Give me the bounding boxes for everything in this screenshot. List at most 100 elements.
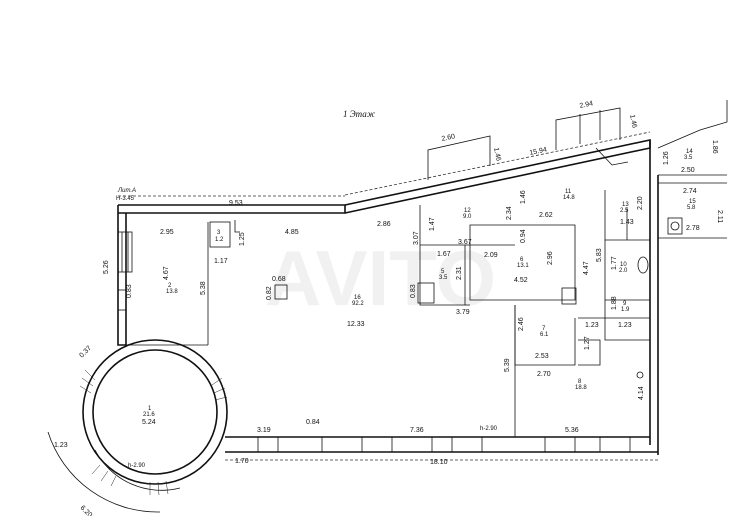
tower-inner-wall: [92, 349, 218, 475]
room-2-area: 13.8: [166, 289, 178, 295]
dim-label: 7.36: [410, 427, 424, 434]
toilet-icon-2: [670, 221, 680, 231]
north-dim-line: [344, 131, 651, 196]
dim-label: 5.39: [504, 358, 511, 372]
room-9-area: 1.9: [621, 307, 630, 313]
dim-label: 0.68: [272, 276, 286, 283]
dim-label: 2.96: [547, 251, 554, 265]
tower-stair-arc: [47, 431, 161, 513]
room-6-column: [561, 287, 577, 305]
dim-label: 4.52: [514, 277, 528, 284]
room-8-notch: [578, 339, 601, 366]
room-6-num: 6: [520, 257, 524, 263]
height-label-2: h-2.90: [480, 426, 498, 432]
dim-label: 1.43: [620, 219, 634, 226]
dim-label: 0.84: [306, 419, 320, 426]
dim-label: 2.11: [716, 210, 723, 223]
room-10-num: 10: [620, 262, 627, 268]
room-11-area: 14.8: [563, 195, 575, 201]
room-6-outline: [469, 224, 576, 301]
room-15-area: 5.8: [687, 205, 696, 211]
dim-label: 6.20: [79, 504, 94, 516]
room-1-num: 1: [148, 406, 152, 412]
room-11-num: 11: [565, 189, 572, 195]
dim-label: 5.83: [596, 248, 603, 262]
room-7-num: 7: [542, 326, 546, 332]
room-1-area: 21.6: [143, 412, 155, 418]
dim-label: 2.74: [683, 188, 697, 195]
room-3-outline: [209, 221, 231, 248]
dim-label: 4.67: [163, 266, 170, 280]
room-2-num: 2: [168, 283, 172, 289]
projection-2-lines: [579, 110, 601, 144]
dim-label: 1.46: [628, 114, 638, 129]
dim-label: 1.88: [611, 296, 618, 310]
toilet-icon: [637, 256, 649, 274]
dim-label: 2.86: [377, 221, 391, 228]
room-13-num: 13: [622, 202, 629, 208]
dim-label: 1.47: [429, 217, 436, 231]
projection-1: [427, 135, 491, 180]
column: [274, 284, 288, 300]
north-wall-left: [118, 204, 346, 214]
room-8-area: 18.8: [575, 385, 587, 391]
exterior-walls: [117, 139, 659, 455]
vent-mark: [234, 220, 240, 233]
dim-label: 2.50: [681, 167, 695, 174]
sink-icon: [636, 371, 644, 379]
room-10-area: 2.0: [619, 268, 628, 274]
interior-walls: [126, 100, 728, 437]
dim-label: 2.34: [506, 206, 513, 220]
room-7-area: 6.1: [540, 332, 549, 338]
dim-label: 4.14: [638, 386, 645, 400]
tower-height: h-2.90: [128, 463, 146, 469]
tower-window-hatches: [79, 369, 228, 496]
dim-label: 2.78: [686, 225, 700, 232]
dim-label: 1.17: [214, 258, 228, 265]
dim-label: 1.23: [54, 442, 68, 449]
dim-label: 0.37: [78, 345, 93, 360]
dim-label: 1.86: [711, 140, 718, 154]
dim-label: 2.70: [537, 371, 551, 378]
room-9-num: 9: [623, 301, 627, 307]
room-14-area: 3.5: [684, 155, 693, 161]
wc-box: [667, 217, 683, 235]
west-windows: [117, 231, 133, 311]
dim-label: 3.07: [413, 231, 420, 245]
dim-label: 2.46: [518, 317, 525, 331]
dim-label: 4.85: [285, 229, 299, 236]
dim-label: 2.95: [160, 229, 174, 236]
dim-label: 1.27: [584, 336, 591, 350]
dim-label: 5.26: [103, 260, 110, 274]
dim-label: 1.46: [520, 190, 527, 204]
room-12-area: 9.0: [463, 214, 472, 220]
dim-label: 1.67: [437, 251, 451, 258]
dim-label: 1.23: [585, 322, 599, 329]
north-projections: [118, 107, 658, 461]
dim-label: 18.10: [430, 459, 448, 466]
room-5-num: 5: [441, 269, 445, 275]
room-8-num: 8: [578, 379, 582, 385]
west-wall: [117, 205, 126, 346]
dim-label: 15.94: [529, 146, 548, 157]
dim-label: 2.94: [579, 100, 594, 110]
dim-label: 5.38: [200, 281, 207, 295]
dim-label: 3.79: [456, 309, 470, 316]
room-12-num: 12: [464, 208, 471, 214]
dim-label: 2.60: [441, 133, 456, 143]
dim-label: 2.53: [535, 353, 549, 360]
dim-label: 1.25: [239, 232, 246, 246]
tower-outer-wall: [82, 339, 228, 485]
dim-label: 1.77: [611, 256, 618, 270]
dim-label: 1.46: [492, 147, 502, 162]
dim-label: 1.70: [235, 458, 249, 465]
dim-label: 0.83: [126, 284, 133, 298]
room-6-area: 13.1: [517, 263, 529, 269]
dim-label: 2.62: [539, 212, 553, 219]
room-labels: 2 13.8 3 1.2 16 92.2 5 3.5 12 9.0 6 13.1…: [166, 149, 696, 391]
dim-label: 1.23: [618, 322, 632, 329]
room-1-dim: 5.24: [142, 419, 156, 426]
room-15-num: 15: [689, 199, 696, 205]
